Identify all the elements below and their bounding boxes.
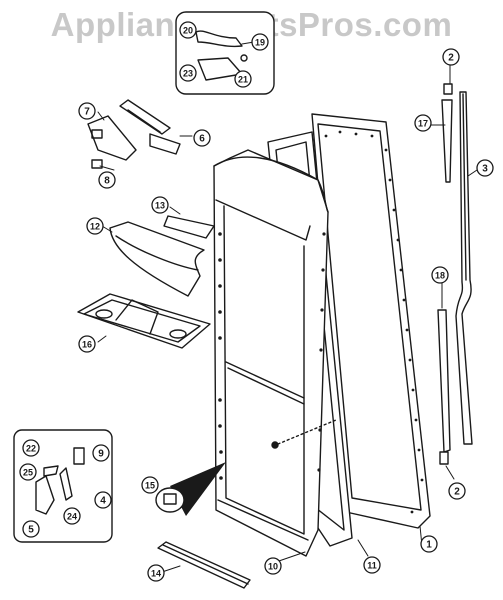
- callout-circle: [78, 335, 96, 353]
- callout-label: 15: [145, 481, 155, 491]
- callout-label: 12: [90, 222, 100, 232]
- inset-small-parts: [13, 429, 113, 543]
- callout-label: 17: [418, 119, 428, 129]
- callout-circle: [264, 557, 282, 575]
- callout-circle: [420, 535, 438, 553]
- callout-circle: [63, 507, 81, 525]
- callout-8: 8: [98, 171, 116, 189]
- callout-label: 2: [454, 487, 460, 498]
- callout-16: 16: [78, 335, 96, 353]
- callout-5: 5: [22, 520, 40, 538]
- callout-24: 24: [63, 507, 81, 525]
- callout-circle: [234, 70, 252, 88]
- callout-circle: [448, 482, 466, 500]
- part-door-liner: [213, 149, 337, 557]
- callout-label: 11: [367, 561, 377, 571]
- callout-circle: [19, 463, 37, 481]
- callout-3: 3: [476, 159, 494, 177]
- part-bottom-trim: [157, 541, 251, 589]
- part-actuator-assembly: [87, 99, 181, 169]
- callout-circle: [98, 171, 116, 189]
- part-handle-bar: [455, 91, 473, 445]
- callout-23: 23: [179, 64, 197, 82]
- callout-label: 8: [104, 176, 110, 187]
- callout-label: 10: [268, 562, 278, 572]
- callout-circle: [442, 48, 460, 66]
- callout-circle: [86, 217, 104, 235]
- callout-leaders: [97, 41, 478, 573]
- callout-17: 17: [414, 114, 432, 132]
- detail-part-15: [155, 462, 226, 516]
- callout-6: 6: [193, 129, 211, 147]
- callout-circle: [251, 33, 269, 51]
- part-end-cap-bottom: [439, 451, 449, 465]
- callout-2: 2: [448, 482, 466, 500]
- callout-4: 4: [94, 491, 112, 509]
- callout-circle: [151, 196, 169, 214]
- callout-label: 22: [26, 444, 36, 454]
- part-cup-shelf: [77, 293, 211, 349]
- callout-label: 3: [482, 164, 488, 175]
- callout-circle: [414, 114, 432, 132]
- callout-label: 9: [98, 449, 104, 460]
- callout-circle: [78, 102, 96, 120]
- callout-circle: [431, 266, 449, 284]
- callout-label: 6: [199, 134, 205, 145]
- callout-label: 19: [255, 38, 265, 48]
- callout-18: 18: [431, 266, 449, 284]
- callout-label: 24: [67, 512, 77, 522]
- callout-20: 20: [179, 21, 197, 39]
- callout-2: 2: [442, 48, 460, 66]
- callout-label: 21: [238, 75, 248, 85]
- callout-circle: [179, 64, 197, 82]
- callout-label: 5: [28, 525, 34, 536]
- callout-22: 22: [22, 439, 40, 457]
- part-shelf-bracket: [163, 215, 215, 239]
- callout-circle: [476, 159, 494, 177]
- callout-circle: [193, 129, 211, 147]
- callout-14: 14: [147, 564, 165, 582]
- part-hinge-cap-top: [443, 83, 453, 95]
- callout-circle: [92, 444, 110, 462]
- callout-circle: [22, 520, 40, 538]
- callout-circle: [141, 476, 159, 494]
- callout-label: 13: [155, 201, 165, 211]
- callout-13: 13: [151, 196, 169, 214]
- callout-label: 7: [84, 107, 90, 118]
- callout-10: 10: [264, 557, 282, 575]
- part-lower-strip: [437, 309, 451, 453]
- callout-circle: [363, 556, 381, 574]
- callout-15: 15: [141, 476, 159, 494]
- callout-12: 12: [86, 217, 104, 235]
- callout-label: 18: [435, 271, 445, 281]
- callout-circle: [94, 491, 112, 509]
- callout-label: 2: [448, 53, 454, 64]
- callout-circle: [22, 439, 40, 457]
- callout-label: 16: [82, 340, 92, 350]
- callout-1: 1: [420, 535, 438, 553]
- callout-19: 19: [251, 33, 269, 51]
- part-upper-strip: [441, 99, 453, 183]
- callout-label: 23: [183, 69, 193, 79]
- callout-25: 25: [19, 463, 37, 481]
- callout-21: 21: [234, 70, 252, 88]
- callout-label: 20: [183, 26, 193, 36]
- callout-circle: [179, 21, 197, 39]
- callout-label: 14: [151, 569, 161, 579]
- callout-9: 9: [92, 444, 110, 462]
- callout-label: 4: [100, 496, 106, 507]
- part-shelf-cover: [109, 221, 205, 297]
- callout-11: 11: [363, 556, 381, 574]
- callout-7: 7: [78, 102, 96, 120]
- callout-circle: [147, 564, 165, 582]
- callout-label: 25: [23, 468, 33, 478]
- callout-label: 1: [426, 540, 432, 551]
